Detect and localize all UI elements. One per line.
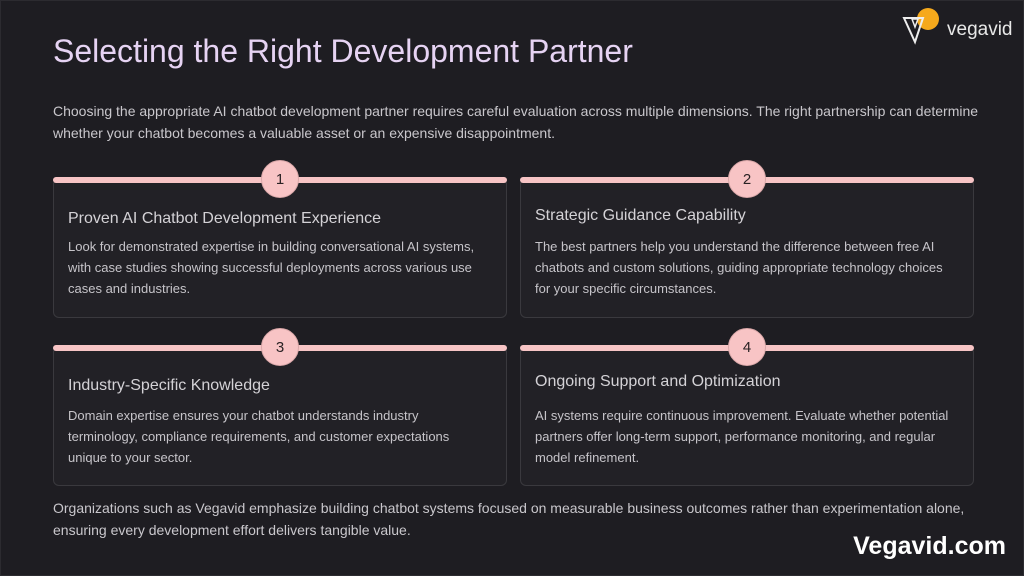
logo-text: vegavid <box>947 19 1013 40</box>
page-title: Selecting the Right Development Partner <box>53 33 633 69</box>
outro-text: Organizations such as Vegavid emphasize … <box>53 500 965 538</box>
card-text: Look for demonstrated expertise in build… <box>68 239 475 296</box>
brand-logo: vegavid <box>901 5 1013 45</box>
card-title: Proven AI Chatbot Development Experience <box>68 210 382 227</box>
card-title: Ongoing Support and Optimization <box>535 373 781 390</box>
card-number-badge: 3 <box>261 328 299 366</box>
card-4: 4 Ongoing Support and Optimization AI sy… <box>520 328 974 486</box>
card-3: 3 Industry-Specific Knowledge Domain exp… <box>53 328 507 486</box>
card-text: AI systems require continuous improvemen… <box>535 408 949 465</box>
card-number-badge: 2 <box>728 160 766 198</box>
card-number-badge: 1 <box>261 160 299 198</box>
card-text: Domain expertise ensures your chatbot un… <box>68 408 450 465</box>
card-number-badge: 4 <box>728 328 766 366</box>
card-title: Industry-Specific Knowledge <box>68 377 270 394</box>
card-text: The best partners help you understand th… <box>535 239 943 296</box>
card-2: 2 Strategic Guidance Capability The best… <box>520 160 974 318</box>
footer-url: Vegavid.com <box>853 532 1006 560</box>
card-1: 1 Proven AI Chatbot Development Experien… <box>53 160 507 318</box>
vegavid-logo-icon <box>902 8 939 45</box>
card-title: Strategic Guidance Capability <box>535 207 746 224</box>
intro-text: Choosing the appropriate AI chatbot deve… <box>53 103 979 141</box>
